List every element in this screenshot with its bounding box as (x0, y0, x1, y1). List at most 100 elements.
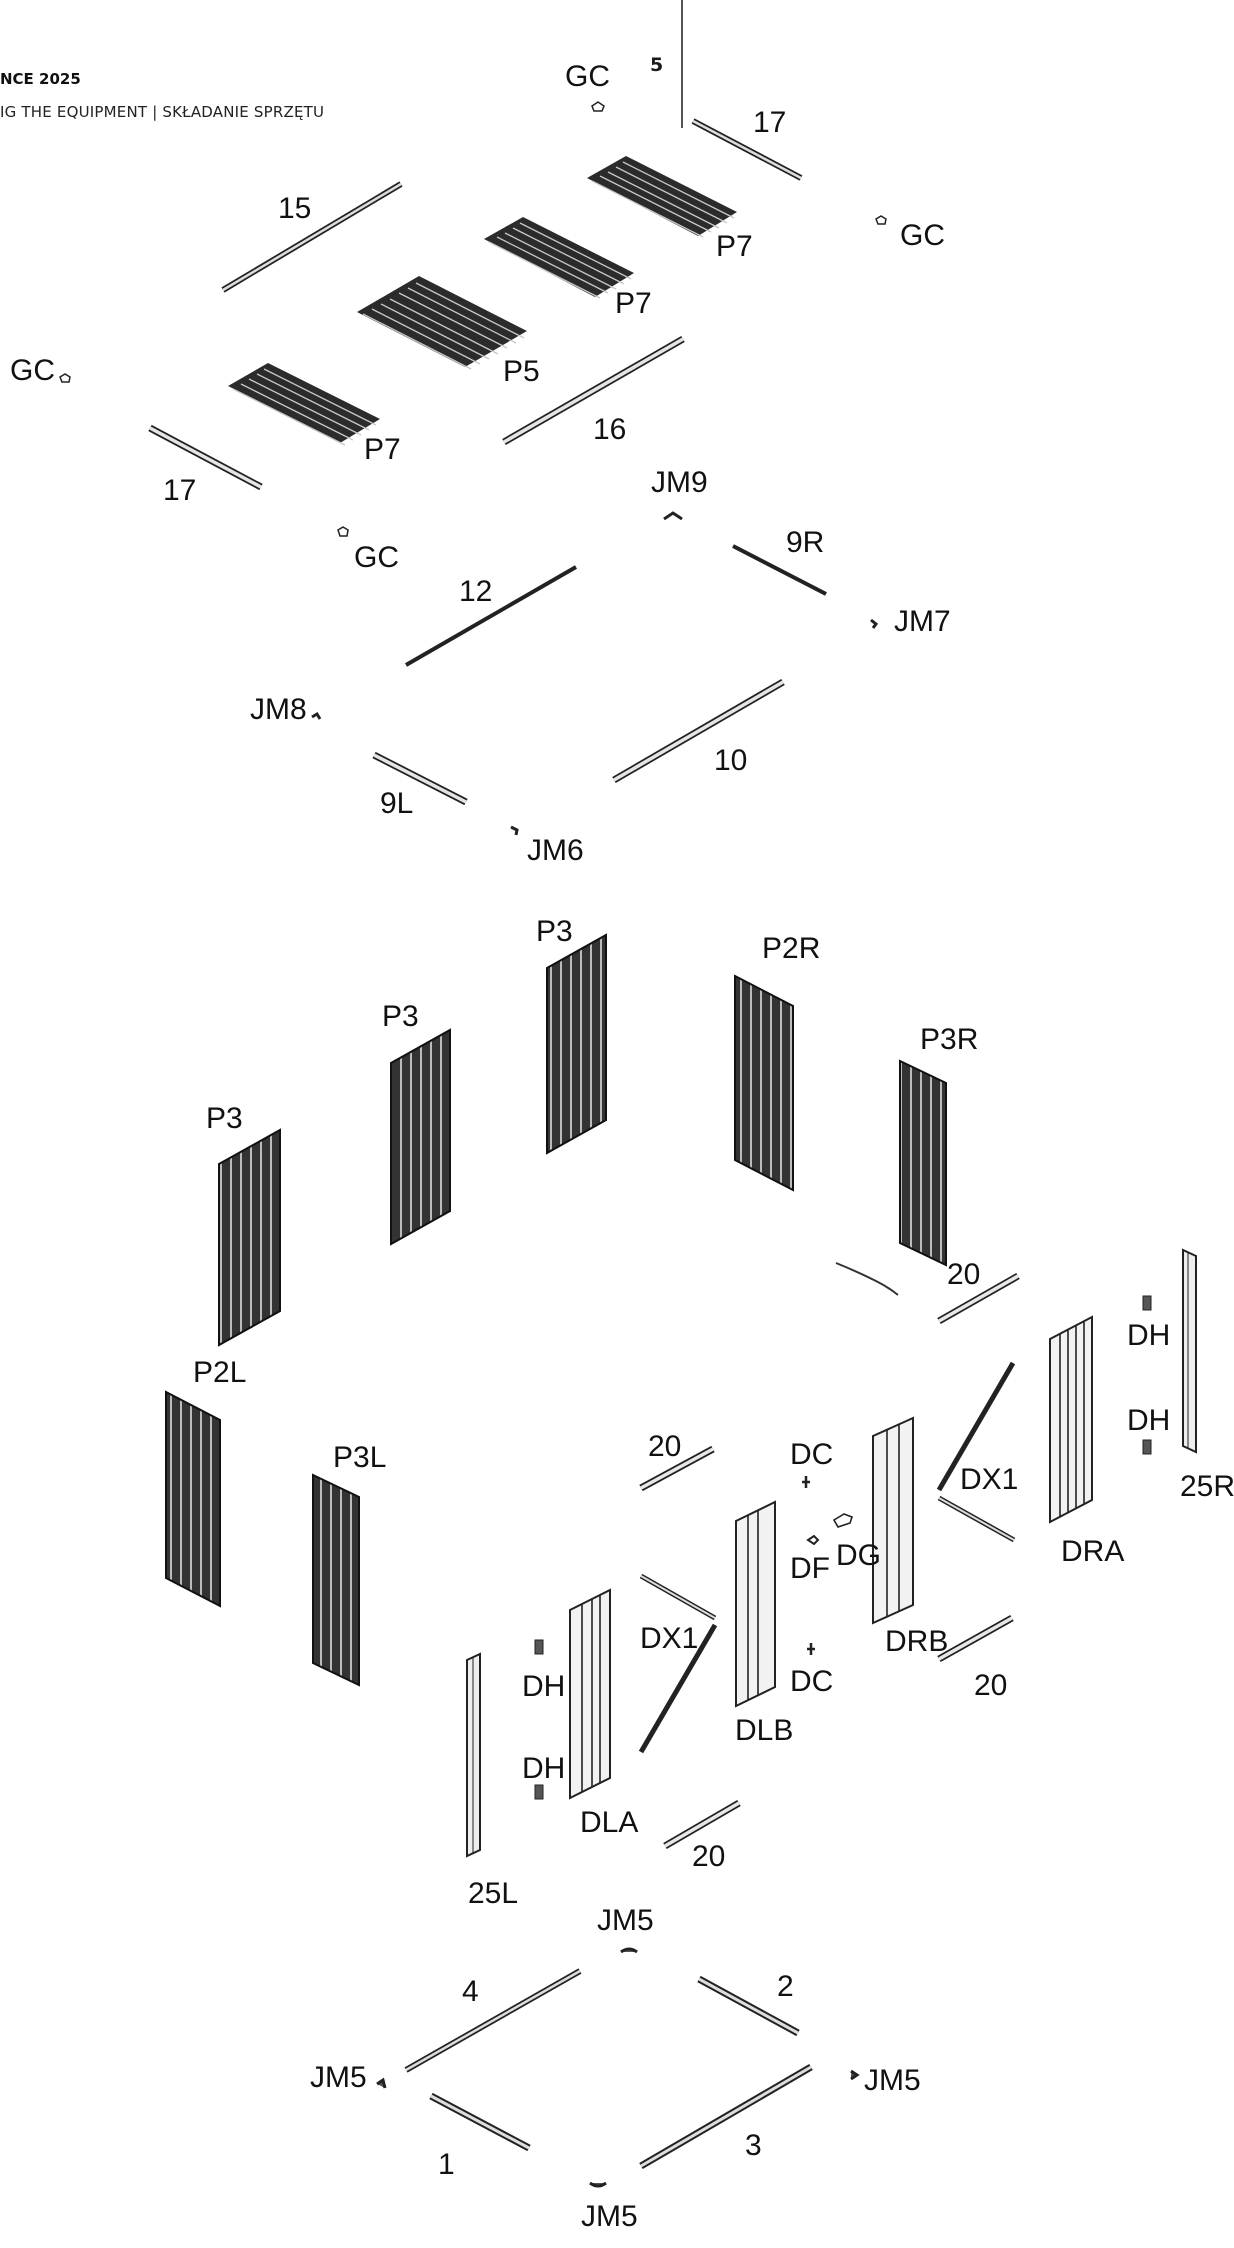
label-dh-a: DH (1127, 1319, 1170, 1352)
frame-beam-12 (405, 565, 577, 667)
door-hinge-icon-dh-c (534, 1639, 544, 1655)
label-p2l: P2L (193, 1356, 246, 1389)
label-p7-c: P7 (364, 433, 401, 466)
wall-panel-p3-mid (390, 1028, 451, 1246)
label-20-d: 20 (692, 1840, 725, 1873)
label-16: 16 (593, 413, 626, 446)
label-9r: 9R (786, 526, 824, 559)
label-p3l: P3L (333, 1441, 386, 1474)
base-beam-4 (404, 1968, 582, 2073)
label-dx1-right: DX1 (960, 1463, 1018, 1496)
label-jm7: JM7 (894, 605, 951, 638)
label-dg: DG (836, 1539, 881, 1572)
label-20-b: 20 (648, 1430, 681, 1463)
label-3: 3 (745, 2129, 762, 2162)
label-df: DF (790, 1552, 830, 1585)
label-17-top: 17 (753, 106, 786, 139)
rail-20-upper-right (937, 1272, 1020, 1325)
base-beam-3 (639, 2063, 813, 2170)
wall-panel-p2l (165, 1390, 221, 1608)
post-25l (466, 1652, 481, 1858)
jm5-connector-icon-top (620, 1947, 638, 1954)
label-p2r: P2R (762, 932, 820, 965)
step-number: 5 (650, 54, 664, 76)
wall-panel-p2r (734, 974, 794, 1192)
label-dc-b: DC (790, 1665, 833, 1698)
wall-panel-p3-top (546, 933, 607, 1155)
frame-beam-10 (612, 678, 785, 784)
jm8-connector-icon (311, 711, 322, 720)
label-jm5-right: JM5 (864, 2064, 921, 2097)
jm5-connector-icon-right (850, 2069, 860, 2081)
label-25r: 25R (1180, 1470, 1234, 1503)
label-1: 1 (438, 2148, 455, 2181)
rail-20-lower-left (663, 1799, 741, 1850)
door-panel-dla (569, 1588, 611, 1800)
label-dra: DRA (1061, 1535, 1124, 1568)
frame-beam-9r (732, 544, 827, 596)
label-4: 4 (462, 1975, 479, 2008)
label-jm5-bottom: JM5 (581, 2200, 638, 2233)
label-drb: DRB (885, 1625, 948, 1658)
wall-panel-p3-left (218, 1128, 281, 1347)
door-panel-dra (1049, 1315, 1093, 1524)
gc-cap-icon-mid (337, 526, 349, 537)
label-15: 15 (278, 192, 311, 225)
post-25r (1182, 1248, 1197, 1454)
label-gc-mid: GC (354, 541, 399, 574)
roof-panel-p7-top (587, 156, 737, 238)
label-p3-top: P3 (536, 915, 573, 948)
frame-beam-9l (372, 751, 468, 806)
label-gc-left: GC (10, 354, 55, 387)
label-gc-right: GC (900, 219, 945, 252)
label-p3-mid: P3 (382, 1000, 419, 1033)
door-panel-dlb (735, 1500, 776, 1708)
label-gc-top: GC (565, 60, 610, 93)
label-2: 2 (777, 1970, 794, 2003)
label-10: 10 (714, 744, 747, 777)
label-25l: 25L (468, 1877, 518, 1910)
label-p5: P5 (503, 355, 540, 388)
label-20-a: 20 (947, 1258, 980, 1291)
label-jm9: JM9 (651, 466, 708, 499)
roof-rail-15 (221, 181, 403, 293)
rail-20-lower-right (937, 1614, 1014, 1663)
label-p7-b: P7 (615, 287, 652, 320)
jm5-connector-icon-bottom (589, 2181, 607, 2188)
label-dc-a: DC (790, 1438, 833, 1471)
label-dla: DLA (580, 1806, 638, 1839)
door-hinge-icon-dh-b (1142, 1439, 1152, 1455)
door-fitting-icon-df (806, 1534, 820, 1546)
label-12: 12 (459, 575, 492, 608)
header-divider (681, 0, 683, 128)
label-dlb: DLB (735, 1714, 793, 1747)
roof-rail-17-top (691, 118, 803, 181)
jm5-connector-icon-left (376, 2077, 387, 2089)
label-dh-b: DH (1127, 1404, 1170, 1437)
door-panel-drb (872, 1416, 914, 1625)
brace-dx1-left (638, 1573, 718, 1754)
gc-cap-icon-left (59, 373, 71, 383)
roof-panel-p7-left (228, 363, 380, 446)
jm6-connector-icon (510, 825, 519, 836)
gc-cap-icon-right (875, 215, 887, 225)
base-beam-2 (697, 1975, 800, 2037)
label-jm5-top: JM5 (597, 1904, 654, 1937)
door-hinge-icon-dh-d (534, 1784, 544, 1800)
door-catch-icon-dc-b (807, 1643, 815, 1655)
page-header-title: NCE 2025 (0, 70, 81, 88)
rail-20-mid (639, 1445, 715, 1492)
label-9l: 9L (380, 787, 413, 820)
wall-panel-p3l (312, 1473, 360, 1687)
label-20-c: 20 (974, 1669, 1007, 1702)
door-hinge-icon-dh-a (1142, 1295, 1152, 1311)
label-p7-a: P7 (716, 230, 753, 263)
label-jm5-left: JM5 (310, 2061, 367, 2094)
label-17-left: 17 (163, 474, 196, 507)
brace-dx1-right (936, 1361, 1016, 1543)
wire-piece (835, 1262, 899, 1296)
label-dx1-left: DX1 (640, 1622, 698, 1655)
gc-cap-icon-top (591, 101, 605, 112)
wall-panel-p3r (899, 1059, 947, 1267)
